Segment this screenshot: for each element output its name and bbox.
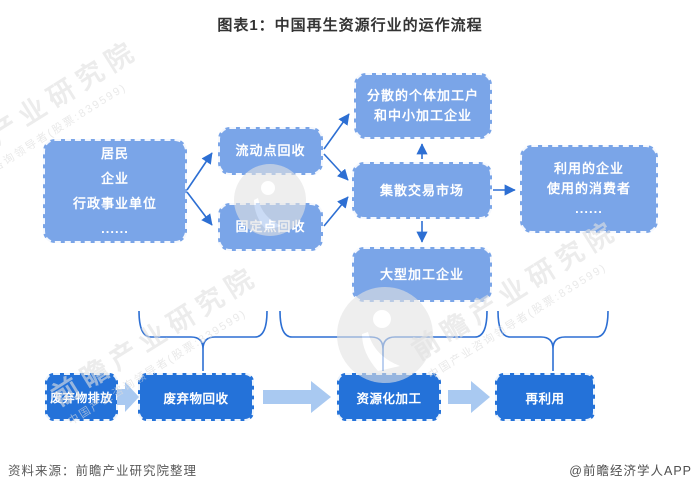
box-line: 利用的企业 — [553, 161, 624, 176]
box-line: 大型加工企业 — [379, 266, 464, 282]
stage-label: 再利用 — [525, 391, 565, 406]
data-source-note: 资料来源：前瞻产业研究院整理 — [8, 464, 198, 478]
stage-resource-processing: 资源化加工 — [337, 373, 441, 421]
block-arrow-recycling-to-processing — [263, 381, 331, 413]
arrow-mobile-to-scattered — [323, 113, 350, 150]
box-mobile-point-recycling: 流动点回收 — [218, 127, 323, 175]
box-line: 集散交易市场 — [379, 182, 464, 198]
app-credit: @前瞻经济学人APP — [569, 464, 692, 478]
stage-label: 废弃物排放 — [50, 390, 113, 405]
stage-label: 废弃物回收 — [163, 391, 229, 406]
box-end-users: 利用的企业 使用的消费者 ...... — [520, 145, 658, 233]
stage-waste-recycling: 废弃物回收 — [138, 373, 254, 421]
brace-processing-group — [279, 310, 488, 371]
box-large-processors: 大型加工企业 — [352, 247, 492, 302]
box-fixed-point-recycling: 固定点回收 — [218, 203, 323, 251]
box-line: 企业 — [100, 171, 129, 186]
figure-title: 图表1：中国再生资源行业的运作流程 — [217, 17, 483, 34]
block-arrow-discharge-to-recycling — [117, 382, 139, 412]
arrow-mobile-to-market — [323, 153, 349, 181]
box-line: 和中小加工企业 — [373, 108, 472, 123]
box-waste-sources: 居民 企业 行政事业单位 ...... — [43, 139, 187, 243]
stage-reuse: 再利用 — [495, 373, 595, 421]
stage-waste-discharge: 废弃物排放 — [45, 373, 118, 421]
grouping-braces — [138, 310, 609, 371]
arrow-source-to-fixed — [186, 191, 213, 226]
box-line: 行政事业单位 — [72, 196, 157, 211]
box-line: 分散的个体加工户 — [366, 88, 479, 103]
arrow-fixed-to-market — [323, 196, 349, 227]
box-line: ...... — [575, 201, 603, 216]
arrow-source-to-mobile — [186, 152, 213, 191]
stage-label: 资源化加工 — [356, 391, 422, 406]
brace-reuse-group — [497, 310, 609, 371]
box-line: 流动点回收 — [235, 143, 306, 158]
box-line: 使用的消费者 — [546, 181, 631, 196]
block-arrow-processing-to-reuse — [448, 381, 490, 413]
brace-recycling-group — [138, 310, 268, 371]
box-trading-market: 集散交易市场 — [352, 162, 492, 219]
box-line: 固定点回收 — [235, 219, 306, 234]
box-line: 居民 — [100, 146, 129, 161]
box-scattered-processors: 分散的个体加工户 和中小加工企业 — [354, 73, 492, 139]
box-line: ...... — [101, 221, 129, 236]
